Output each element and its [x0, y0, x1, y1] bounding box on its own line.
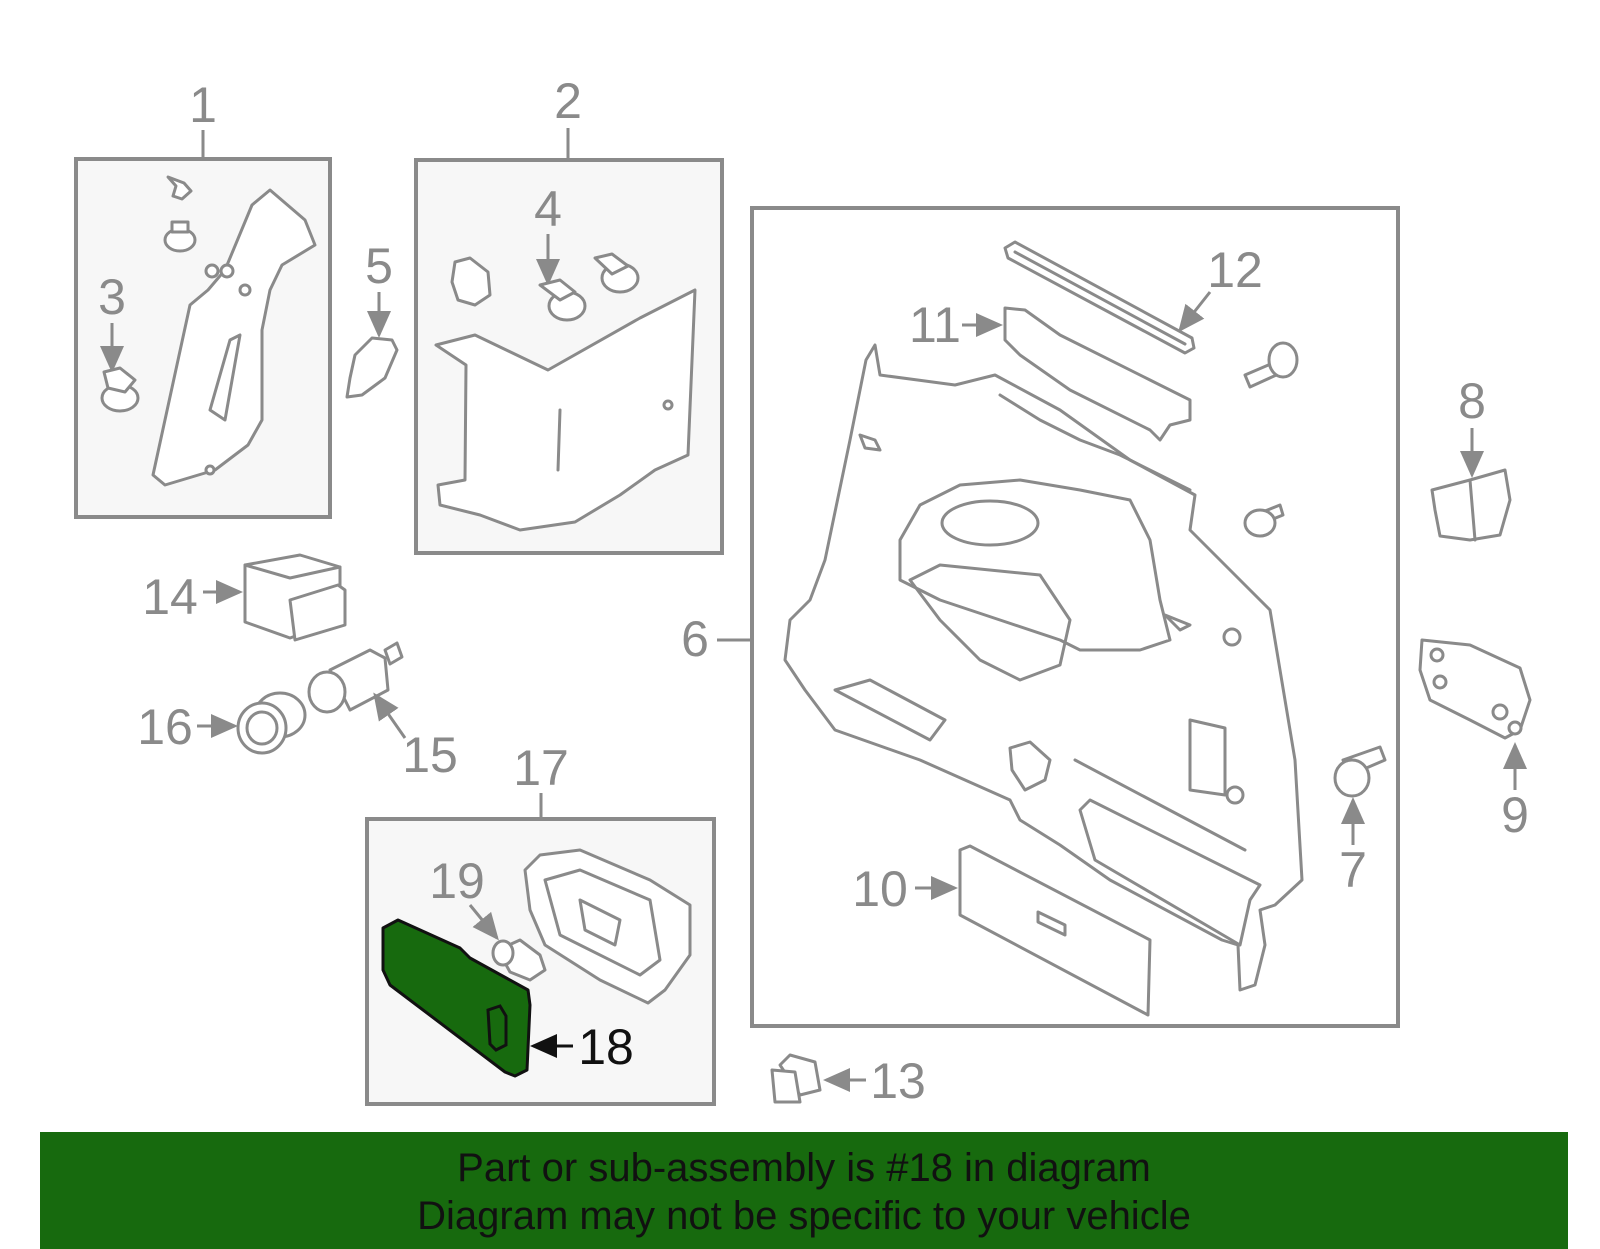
callout-14: 14 — [142, 569, 198, 625]
bulb-part-19 — [491, 938, 547, 982]
callout-1: 1 — [189, 77, 217, 133]
push-pin-head-7 — [1333, 758, 1371, 798]
callout-9: 9 — [1501, 787, 1529, 843]
callout-2: 2 — [554, 73, 582, 129]
socket-part-16 — [236, 691, 307, 755]
banner-line-1: Part or sub-assembly is #18 in diagram — [457, 1146, 1151, 1190]
callout-18: 18 — [578, 1019, 634, 1075]
socket-part-15 — [307, 641, 404, 714]
upper-trim-panel-part — [100, 175, 317, 487]
callout-12: 12 — [1207, 242, 1263, 298]
callout-15: 15 — [402, 727, 458, 783]
clip-part-5 — [345, 336, 399, 399]
callout-17: 17 — [513, 740, 569, 796]
callout-16: 16 — [137, 699, 193, 755]
switch-part-14 — [243, 553, 347, 642]
bracket-part-11 — [1003, 306, 1192, 442]
callout-7: 7 — [1339, 842, 1367, 898]
info-banner: Part or sub-assembly is #18 in diagram D… — [40, 1132, 1568, 1249]
lower-trim-panel-part — [434, 252, 697, 532]
callout-13: 13 — [870, 1053, 926, 1109]
callout-8: 8 — [1458, 373, 1486, 429]
lens-cover-part-18-highlighted — [381, 918, 532, 1078]
callout-6: 6 — [681, 611, 709, 667]
callout-3: 3 — [98, 269, 126, 325]
clip-part-13 — [770, 1053, 822, 1104]
bolt-parts — [1243, 341, 1299, 538]
callout-11: 11 — [909, 297, 961, 353]
callout-4: 4 — [534, 181, 562, 237]
callout-19: 19 — [429, 853, 485, 909]
callout-5: 5 — [365, 238, 393, 294]
group-6-box — [750, 206, 1400, 1028]
quarter-trim-panel-part — [783, 343, 1304, 992]
callout-10: 10 — [852, 861, 908, 917]
banner-line-2: Diagram may not be specific to your vehi… — [417, 1194, 1191, 1238]
lamp-housing-part — [523, 848, 692, 1005]
